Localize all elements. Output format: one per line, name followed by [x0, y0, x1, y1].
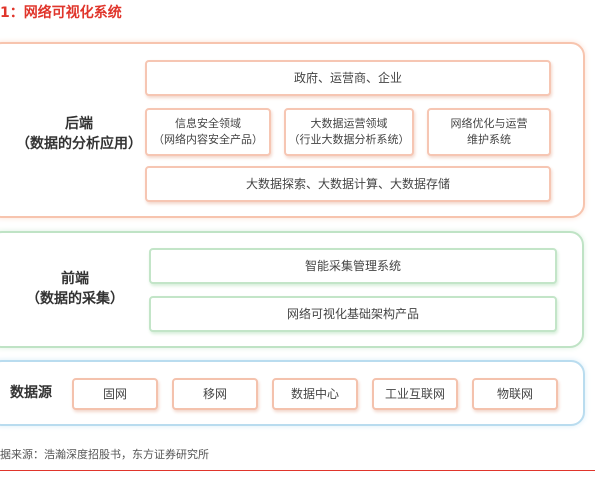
- backend-box-security-title: 信息安全领域: [175, 117, 241, 130]
- datasource-box-data-center: 数据中心: [272, 378, 358, 410]
- backend-box-security: 信息安全领域 （网络内容安全产品）: [145, 108, 271, 156]
- backend-box-network-title: 网络优化与运营: [450, 117, 528, 130]
- backend-bottom-box-text: 大数据探索、大数据计算、大数据存储: [245, 177, 450, 191]
- backend-label-subtitle: （数据的分析应用）: [16, 136, 142, 152]
- frontend-layer: 前端 （数据的采集） 智能采集管理系统 网络可视化基础架构产品: [0, 231, 584, 348]
- backend-label-title: 后端: [65, 116, 93, 132]
- datasource-box-mobile-network: 移网: [172, 378, 258, 410]
- frontend-label-subtitle: （数据的采集）: [26, 291, 124, 307]
- figure-title: 1：网络可视化系统: [0, 5, 122, 21]
- backend-box-network-optimization: 网络优化与运营 维护系统: [427, 108, 551, 156]
- datasource-data-center-text: 数据中心: [290, 387, 339, 401]
- frontend-box-collection-text: 智能采集管理系统: [304, 259, 401, 273]
- backend-box-security-subtitle: （网络内容安全产品）: [153, 133, 263, 146]
- datasource-box-fixed-network: 固网: [72, 378, 158, 410]
- backend-box-bigdata: 大数据运营领域 （行业大数据分析系统）: [284, 108, 414, 156]
- frontend-box-infrastructure: 网络可视化基础架构产品: [149, 296, 557, 332]
- datasource-fixed-network-text: 固网: [102, 387, 127, 401]
- bottom-divider: [0, 470, 595, 471]
- frontend-layer-label: 前端 （数据的采集）: [26, 269, 124, 309]
- frontend-box-collection-management: 智能采集管理系统: [149, 248, 557, 284]
- datasource-box-industrial-internet: 工业互联网: [372, 378, 458, 410]
- datasource-industrial-internet-text: 工业互联网: [384, 387, 445, 401]
- backend-top-box: 政府、运营商、企业: [145, 60, 551, 96]
- backend-bottom-box: 大数据探索、大数据计算、大数据存储: [145, 166, 551, 202]
- datasource-iot-text: 物联网: [496, 387, 533, 401]
- datasource-mobile-network-text: 移网: [202, 387, 227, 401]
- backend-top-box-text: 政府、运营商、企业: [293, 71, 402, 85]
- datasource-box-iot: 物联网: [472, 378, 558, 410]
- frontend-label-title: 前端: [61, 271, 89, 287]
- datasource-layer-label: 数据源: [10, 385, 52, 401]
- frontend-box-infrastructure-text: 网络可视化基础架构产品: [286, 307, 419, 321]
- datasource-layer: 数据源 固网 移网 数据中心 工业互联网 物联网: [0, 360, 585, 426]
- backend-layer-label: 后端 （数据的分析应用）: [16, 114, 142, 154]
- backend-layer: 后端 （数据的分析应用） 政府、运营商、企业 信息安全领域 （网络内容安全产品）…: [0, 42, 585, 218]
- backend-box-bigdata-title: 大数据运营领域: [310, 117, 388, 130]
- source-note: 据来源：浩瀚深度招股书，东方证券研究所: [0, 448, 209, 461]
- backend-box-bigdata-subtitle: （行业大数据分析系统）: [288, 133, 410, 146]
- backend-box-network-subtitle: 维护系统: [467, 133, 511, 146]
